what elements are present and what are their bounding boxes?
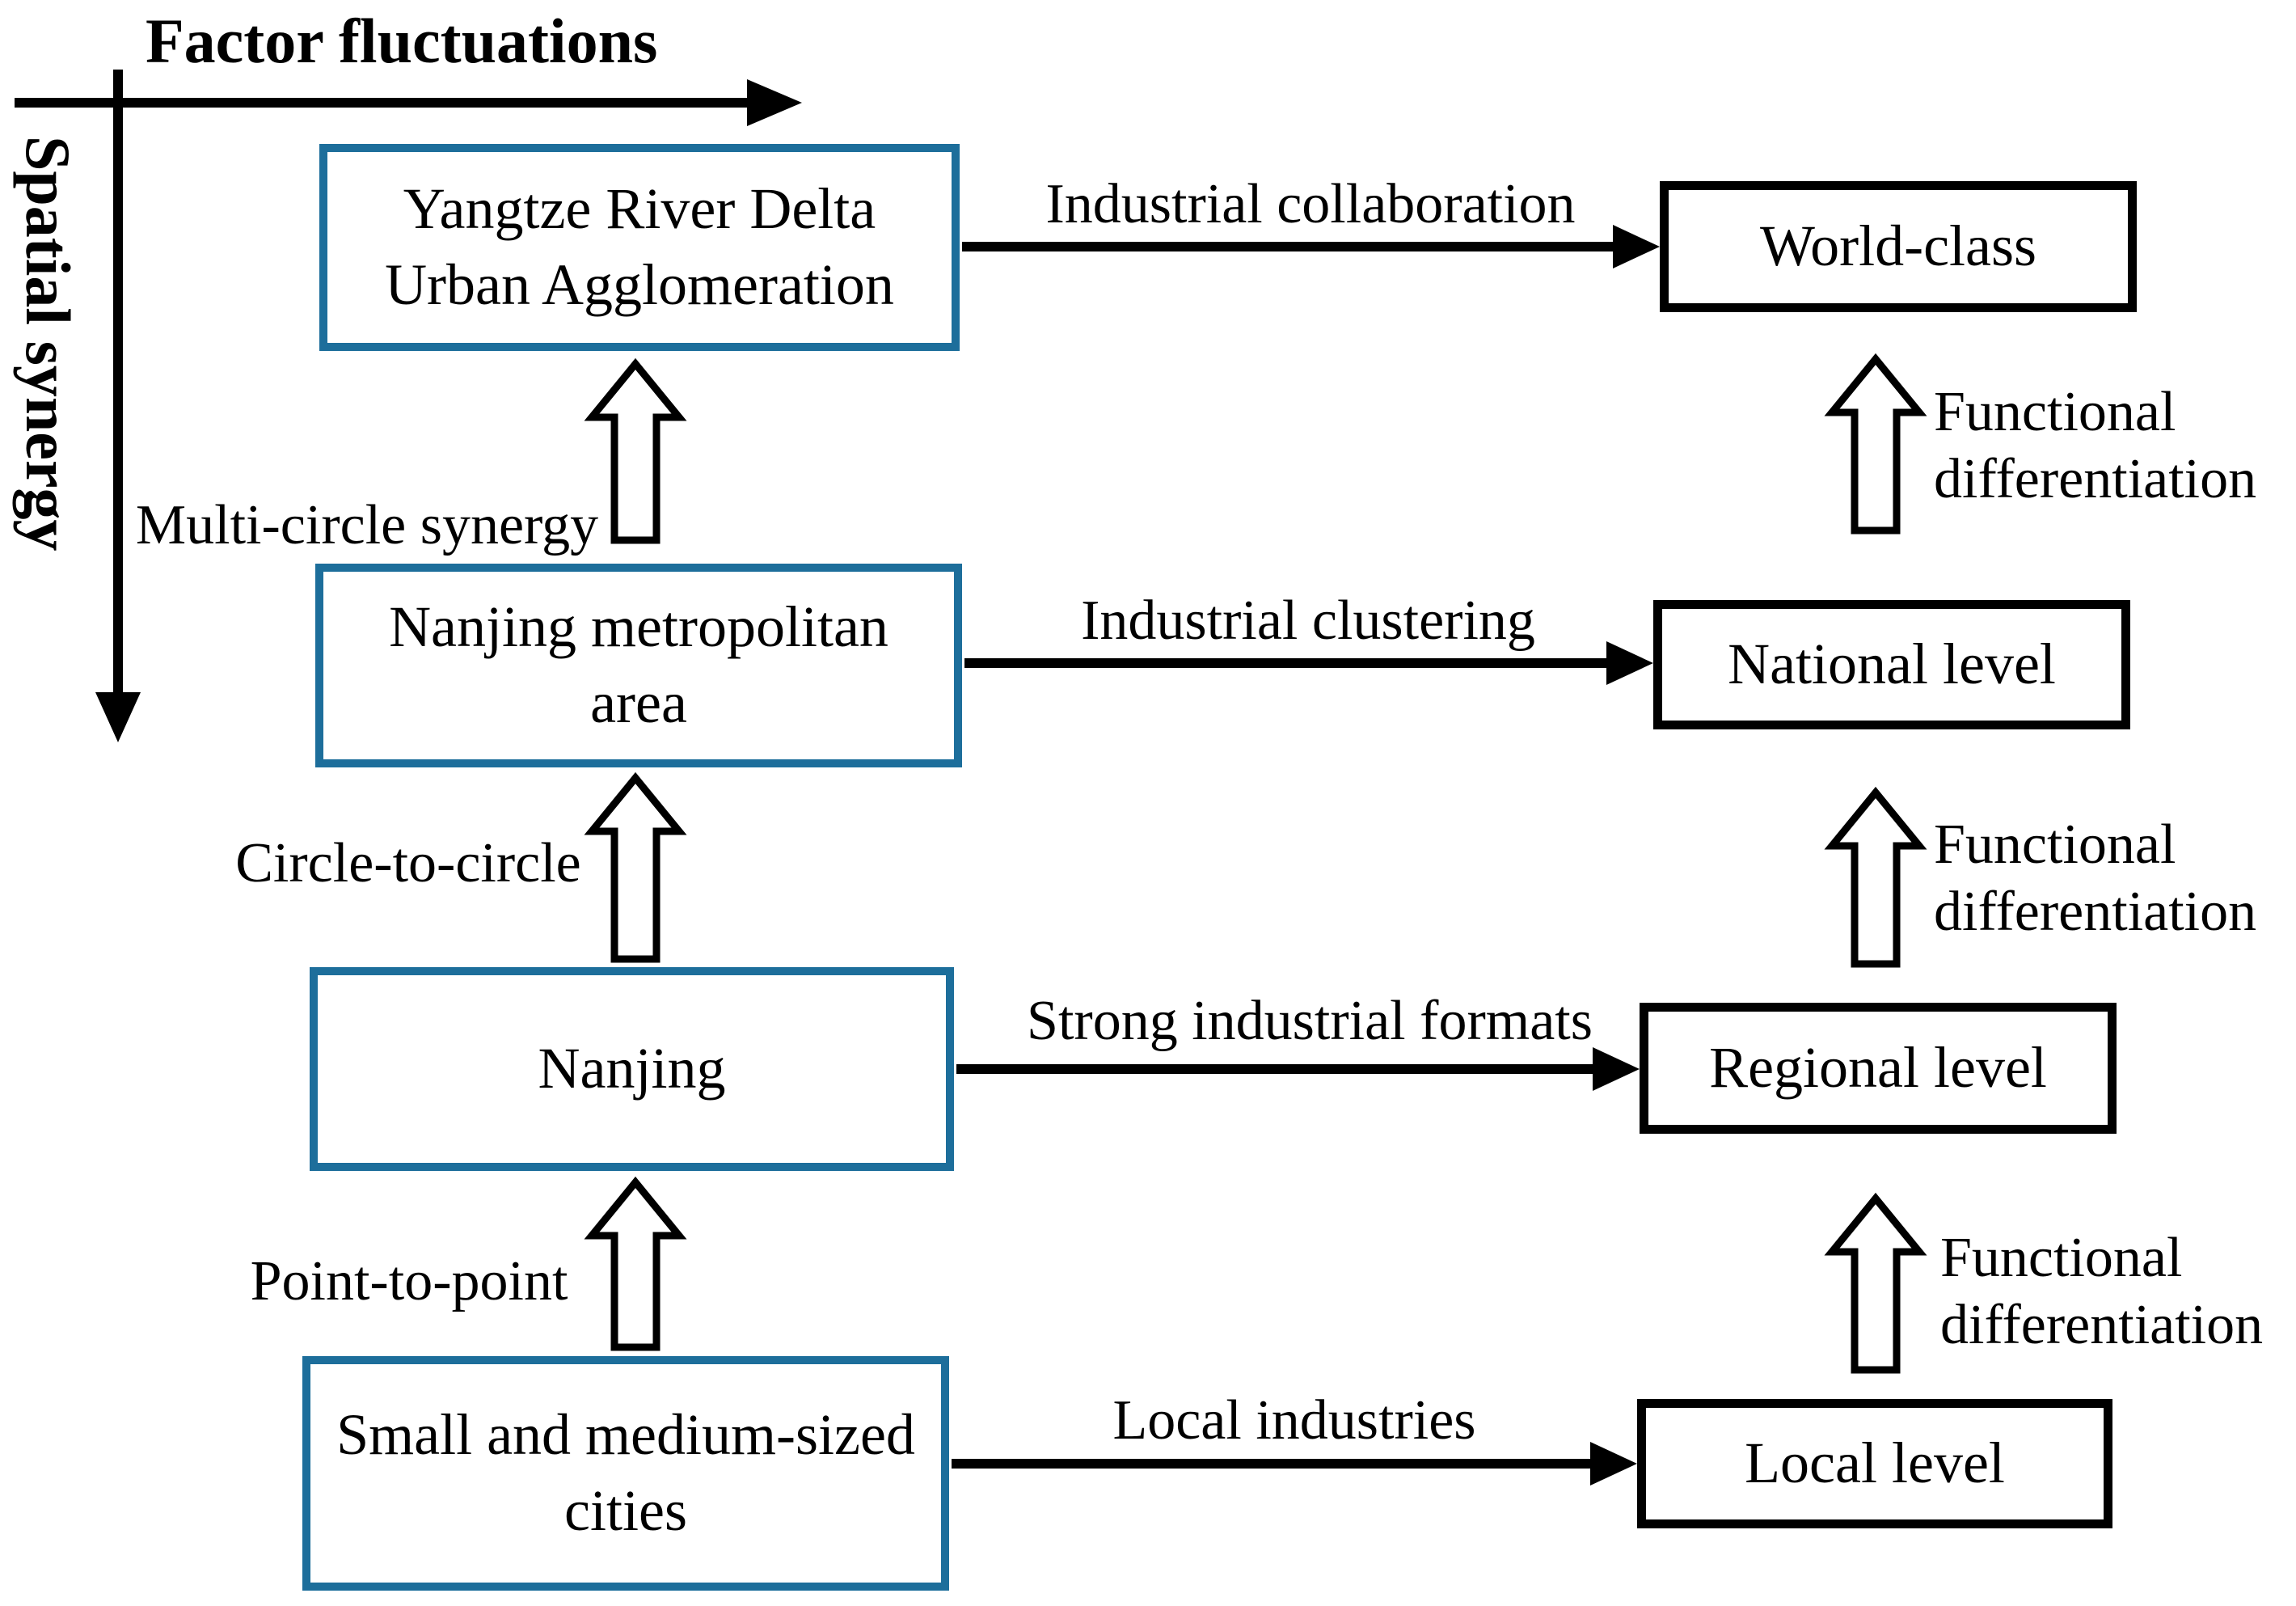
up-arrow-icon <box>584 1176 687 1351</box>
up-arrow-icon <box>1824 786 1927 968</box>
right-arrow-icon <box>952 1442 1637 1486</box>
box-yangtze-river-delta: Yangtze River Delta Urban Agglomeration <box>319 144 960 351</box>
box-nanjing: Nanjing <box>310 967 954 1171</box>
box-national-level: National level <box>1653 600 2130 729</box>
up-arrow-icon <box>1824 353 1927 535</box>
up-arrow-icon <box>1824 1192 1927 1374</box>
right-arrow-icon <box>964 641 1653 685</box>
synergy-label-point-to-point: Point-to-point <box>250 1250 568 1312</box>
differentiation-label: Functional differentiation <box>1934 381 2257 510</box>
box-local-level: Local level <box>1637 1399 2112 1528</box>
x-axis-arrow-icon <box>15 79 802 126</box>
y-axis-arrow-icon <box>95 70 141 742</box>
x-axis-label: Factor fluctuations <box>146 6 658 76</box>
right-arrow-icon <box>962 225 1660 268</box>
up-arrow-icon <box>584 771 687 963</box>
box-regional-level: Regional level <box>1640 1003 2117 1134</box>
flow-label-industrial-collaboration: Industrial collaboration <box>1045 173 1576 235</box>
up-arrow-icon <box>584 357 687 544</box>
box-world-class: World-class <box>1660 181 2137 312</box>
box-nanjing-metropolitan-area: Nanjing metropolitan area <box>315 564 962 767</box>
differentiation-label: Functional differentiation <box>1940 1227 2264 1356</box>
differentiation-label: Functional differentiation <box>1934 814 2257 943</box>
synergy-label-multi-circle: Multi-circle synergy <box>135 494 599 556</box>
flow-label-industrial-clustering: Industrial clustering <box>1081 590 1535 652</box>
flow-label-local-industries: Local industries <box>1112 1389 1476 1452</box>
right-arrow-icon <box>956 1047 1640 1091</box>
synergy-label-circle-to-circle: Circle-to-circle <box>235 832 581 894</box>
box-small-medium-cities: Small and medium-sized cities <box>302 1356 949 1591</box>
flow-label-strong-industrial-formats: Strong industrial formats <box>1027 990 1593 1052</box>
y-axis-label: Spatial synergy <box>13 136 83 552</box>
